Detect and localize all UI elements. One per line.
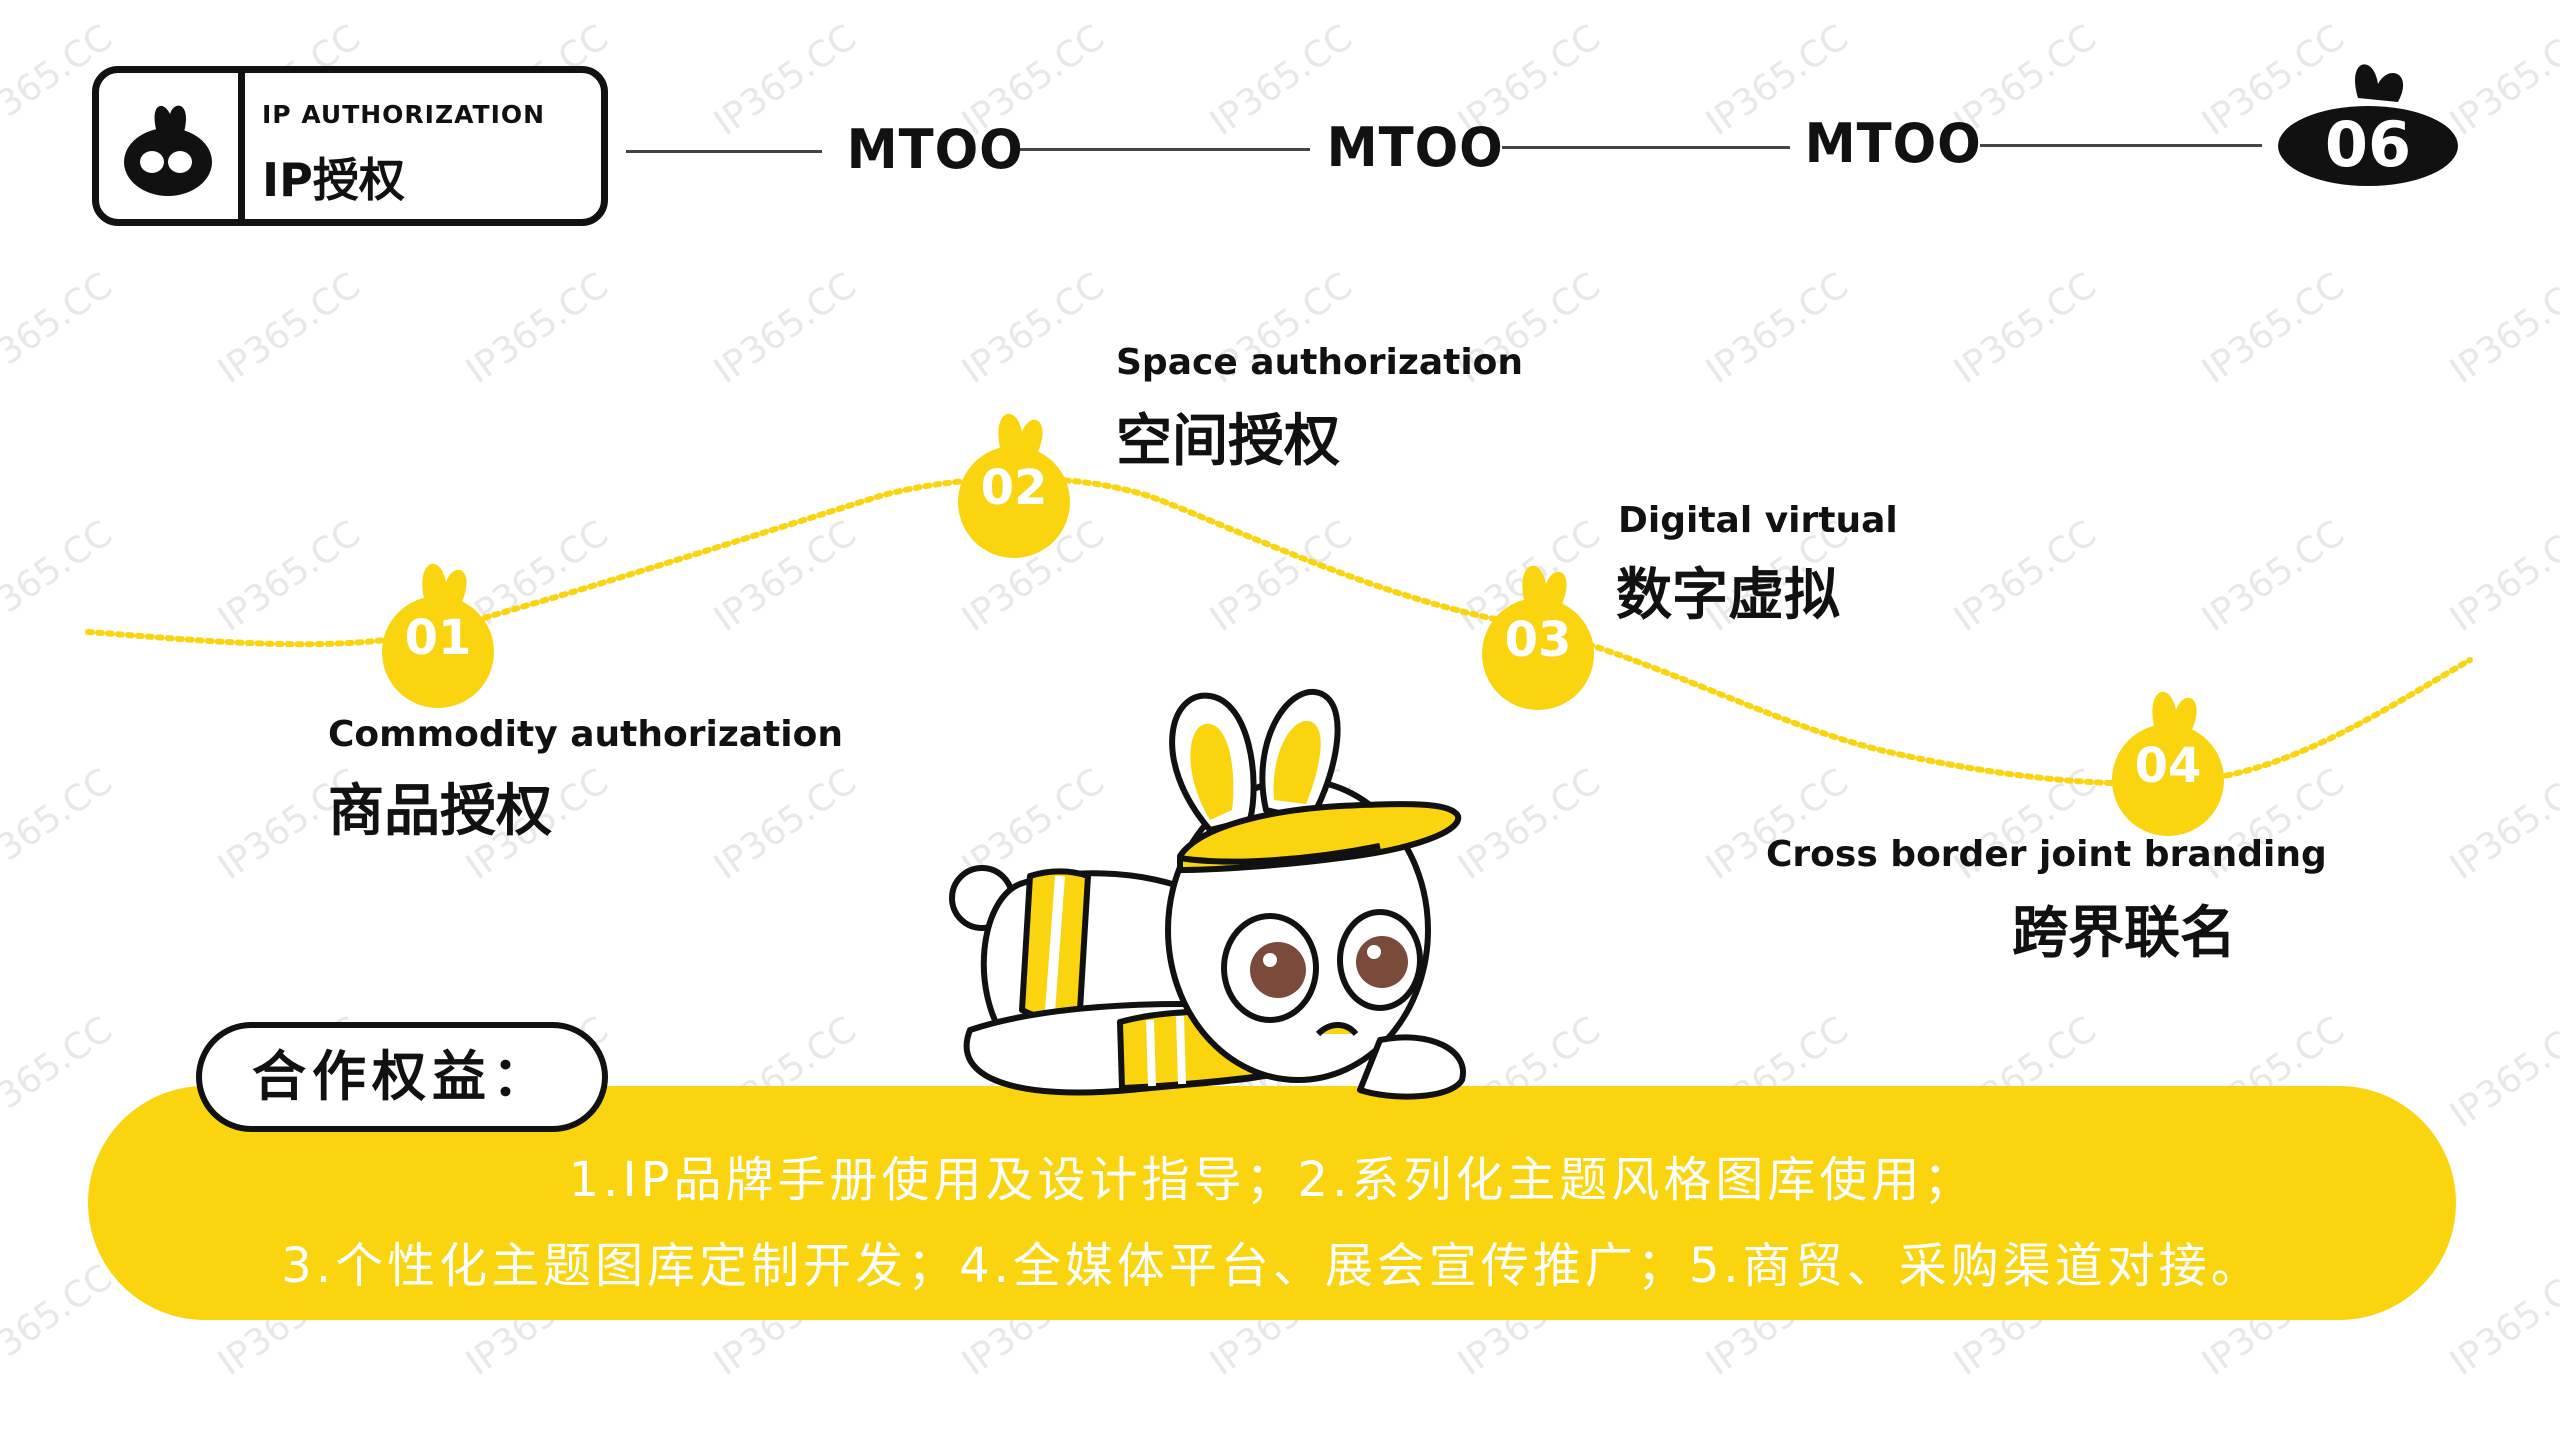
- node-03-en-label: Digital virtual: [1618, 500, 1898, 541]
- benefits-label: 合作权益：: [196, 1022, 608, 1132]
- header-connector: [1020, 148, 1310, 151]
- node-01-zh-label: 商品授权: [328, 779, 552, 844]
- node-01-en-label: Commodity authorization: [328, 714, 843, 755]
- node-01-bunny-icon: [382, 563, 494, 708]
- step-label-1: MTOO: [846, 118, 1024, 181]
- node-04-number: 04: [2134, 738, 2202, 794]
- page-title: IP授权: [262, 153, 405, 207]
- header-connector: [1980, 144, 2262, 147]
- node-03-bunny-icon: [1482, 565, 1594, 710]
- page-number: 06: [2324, 108, 2412, 181]
- node-02-bunny-icon: [958, 413, 1070, 558]
- step-label-2: MTOO: [1326, 116, 1504, 179]
- header-divider: [238, 66, 245, 226]
- node-04-zh-label: 跨界联名: [2012, 901, 2236, 966]
- benefits-line-2: 3.个性化主题图库定制开发；4.全媒体平台、展会宣传推广；5.商贸、采购渠道对接…: [281, 1238, 2263, 1294]
- header-connector: [626, 150, 822, 153]
- node-04-en-label: Cross border joint branding: [1766, 834, 2327, 875]
- header-subtitle: IP AUTHORIZATION: [262, 100, 546, 129]
- node-01-number: 01: [404, 610, 472, 666]
- benefits-line-1: 1.IP品牌手册使用及设计指导；2.系列化主题风格图库使用；: [568, 1152, 1976, 1208]
- node-03-zh-label: 数字虚拟: [1616, 563, 1840, 628]
- node-02-number: 02: [980, 460, 1048, 516]
- header-connector: [1502, 146, 1790, 149]
- step-label-3: MTOO: [1804, 112, 1982, 175]
- page-number-badge-icon: [2278, 64, 2458, 186]
- node-04-bunny-icon: [2112, 691, 2224, 836]
- bunny-mascot-illustration: [949, 689, 1466, 1100]
- node-03-number: 03: [1504, 612, 1572, 668]
- bunny-logo-icon: [124, 105, 212, 196]
- node-02-zh-label: 空间授权: [1116, 409, 1340, 474]
- node-02-en-label: Space authorization: [1116, 342, 1524, 383]
